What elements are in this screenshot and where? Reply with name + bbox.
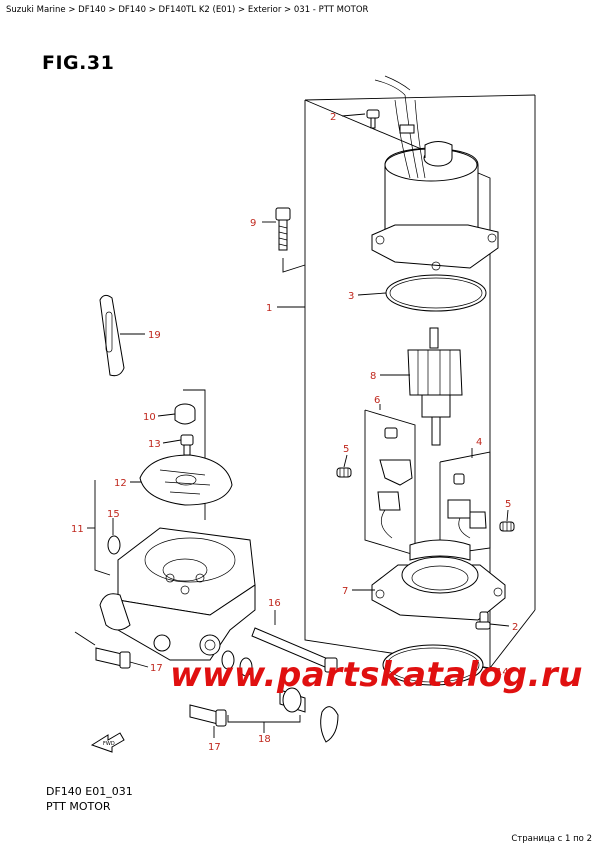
callout-2-bottom[interactable]: 2 — [512, 622, 518, 633]
callout-12[interactable]: 12 — [114, 478, 127, 489]
plate-12 — [139, 454, 233, 506]
spring-5-right — [499, 521, 515, 532]
o-ring-15 — [107, 535, 121, 555]
assembly-outline — [304, 94, 536, 669]
callout-14[interactable]: 14 — [496, 667, 509, 678]
callout-10[interactable]: 10 — [143, 412, 156, 423]
callout-16[interactable]: 16 — [268, 598, 281, 609]
caption-code: DF140 E01_031 — [46, 785, 133, 798]
bracket-line-11 — [94, 480, 111, 576]
callout-18[interactable]: 18 — [258, 734, 271, 745]
callout-5-left[interactable]: 5 — [343, 444, 349, 455]
end-cap-7 — [371, 539, 506, 621]
screw-2-top — [366, 109, 380, 129]
caption-name: PTT MOTOR — [46, 800, 111, 813]
callout-19[interactable]: 19 — [148, 330, 161, 341]
fwd-arrow-icon: FWD — [90, 732, 125, 753]
o-ring-3 — [385, 274, 487, 312]
valve-assembly-18 — [221, 650, 339, 743]
callout-2-top[interactable]: 2 — [330, 112, 336, 123]
screw-2-bottom — [475, 611, 491, 630]
motor-housing — [371, 75, 499, 271]
breadcrumb[interactable]: Suzuki Marine > DF140 > DF140 > DF140TL … — [6, 5, 369, 15]
pin-13 — [180, 434, 194, 456]
callout-5-right[interactable]: 5 — [505, 499, 511, 510]
callout-labels: 2 9 1 3 19 8 6 10 13 4 5 12 5 15 11 7 16… — [71, 112, 518, 753]
collar-10 — [174, 403, 196, 425]
spring-5-left — [336, 467, 352, 478]
bolt-17-lower — [189, 704, 227, 727]
callout-8[interactable]: 8 — [370, 371, 376, 382]
callout-7[interactable]: 7 — [342, 586, 348, 597]
bolt-9 — [275, 207, 306, 273]
brush-holder-4 — [439, 451, 491, 556]
armature-8 — [407, 327, 463, 446]
callout-17-upper[interactable]: 17 — [150, 663, 163, 674]
watermark: www.partskatalog.ru — [170, 655, 584, 695]
bolt-17-upper — [74, 631, 131, 669]
callout-6[interactable]: 6 — [374, 395, 380, 406]
long-bolt-16 — [251, 610, 338, 673]
figure-title: FIG.31 — [42, 52, 115, 74]
callout-1[interactable]: 1 — [266, 303, 272, 314]
clip-19 — [99, 294, 125, 377]
callout-11[interactable]: 11 — [71, 524, 84, 535]
pump-housing — [99, 527, 256, 661]
callout-4[interactable]: 4 — [476, 437, 482, 448]
fwd-label: FWD — [103, 741, 115, 747]
callout-15[interactable]: 15 — [107, 509, 120, 520]
leader-lines — [87, 113, 510, 738]
o-ring-14 — [382, 644, 484, 686]
callout-13[interactable]: 13 — [148, 439, 161, 450]
pager: Страница с 1 по 2 — [511, 834, 592, 844]
callout-17-lower[interactable]: 17 — [208, 742, 221, 753]
callout-9[interactable]: 9 — [250, 218, 256, 229]
brush-holder-6 — [364, 409, 416, 556]
callout-3[interactable]: 3 — [348, 291, 354, 302]
